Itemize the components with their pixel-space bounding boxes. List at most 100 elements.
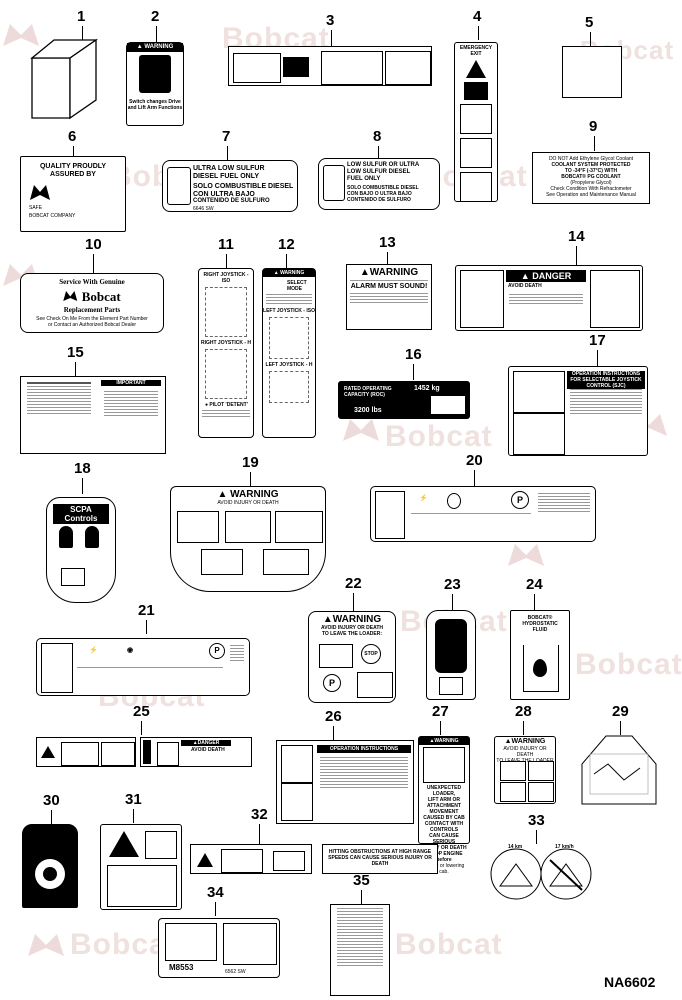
decal-13-title: ALARM MUST SOUND! [350, 283, 428, 290]
bobcat-logo-watermark [28, 934, 64, 956]
decal-14-heading-text: DANGER [532, 271, 572, 281]
decal-35 [330, 904, 390, 996]
decal-22-heading: ▲WARNING [309, 614, 395, 625]
decal-27-l6: INJURY OR DEATH [421, 845, 467, 851]
decal-33 [490, 848, 592, 900]
decal-7: ULTRA LOW SULFUR DIESEL FUEL ONLY SOLO C… [162, 160, 298, 212]
decal-26-title: OPERATION INSTRUCTIONS [317, 745, 411, 753]
decal-8-l5: CON BAJO O ULTRA BAJO [347, 191, 412, 197]
decal-9-l7: See Operation and Maintenance Manual [546, 192, 636, 198]
decal-16-lbs: 3200 lbs [354, 407, 382, 414]
callout-1: 1 [77, 8, 86, 25]
decal-18-title: SCPA Controls [53, 504, 109, 524]
decal-29 [581, 735, 657, 805]
decal-7-l5: CONTENIDO DE SULFURO [193, 198, 270, 204]
callout-22: 22 [345, 575, 362, 592]
callout-15: 15 [67, 344, 84, 361]
decal-12-mode: SELECT MODE [287, 280, 307, 292]
parking-brake-icon: P [511, 491, 529, 509]
engine-icon [447, 493, 461, 509]
callout-5: 5 [585, 14, 594, 31]
decal-2-caption: Switch changes Drive and Lift Arm Functi… [127, 99, 183, 111]
decal-8-l4: SOLO COMBUSTIBLE DIESEL [347, 185, 419, 191]
decal-16-kg: 1452 kg [414, 385, 440, 392]
parking-brake-icon: P [323, 674, 341, 692]
decal-19-sub: AVOID INJURY OR DEATH [217, 500, 279, 506]
bobcat-logo-watermark [508, 544, 544, 566]
decal-16-l2: CAPACITY (ROC) [344, 392, 385, 398]
warning-light-icon: ⚡ [419, 495, 428, 502]
bobcat-logo-watermark [3, 24, 39, 46]
callout-32: 32 [251, 806, 268, 823]
decal-12: ▲ WARNING SELECT MODE LEFT JOYSTICK - IS… [262, 268, 316, 438]
callout-3: 3 [326, 12, 335, 29]
decal-2-heading-text: WARNING [144, 44, 174, 50]
callout-34: 34 [207, 884, 224, 901]
decal-33-left: 14 km [508, 844, 523, 850]
callout-11: 11 [218, 236, 234, 253]
warning-triangle-icon [41, 746, 55, 758]
decal-11: RIGHT JOYSTICK - ISO RIGHT JOYSTICK - H … [198, 268, 254, 438]
decal-24: BOBCAT® HYDROSTATIC FLUID [510, 610, 570, 700]
decal-27-l4: CONTACT WITH CONTROLS [424, 821, 464, 833]
decal-9-l6: Check Condition With Refractometer [550, 186, 632, 192]
decal-22: ▲WARNING AVOID INJURY OR DEATH TO LEAVE … [308, 611, 396, 703]
joystick-icon [85, 526, 99, 548]
watermark: Bobcat [395, 928, 503, 961]
decal-10: Service With Genuine Bobcat Replacement … [20, 273, 164, 333]
bobcat-logo-icon [30, 185, 50, 200]
decal-9-l3: TO -34°F (-37°C) WITH [564, 168, 618, 174]
callout-4: 4 [473, 8, 482, 25]
manual-book-icon [223, 923, 277, 965]
decal-27-l2: LIFT ARM OR ATTACHMENT [427, 797, 461, 809]
decal-27-l5: CAN CAUSE SERIOUS [429, 833, 459, 845]
warning-triangle-icon: ▲ [136, 44, 143, 50]
watermark: Bobcat [575, 648, 682, 681]
decal-9: DO NOT Add Ethylene Glycol Coolant COOLA… [532, 152, 650, 204]
decal-25-heading-text: DANGER [197, 740, 220, 746]
decal-11-c: ● PILOT 'DETENT' [205, 402, 253, 408]
warning-triangle-icon [197, 853, 213, 867]
stop-icon: STOP [361, 644, 381, 664]
decal-12-b: LEFT JOYSTICK - H [265, 362, 313, 368]
decal-14-image [460, 270, 504, 328]
decal-8-l1: LOW SULFUR OR ULTRA [347, 162, 420, 168]
decal-9-l4: BOBCAT® PG COOLANT [561, 174, 621, 180]
hearing-protection-icon [165, 923, 217, 961]
manual-book-icon [145, 831, 177, 859]
callout-9: 9 [589, 118, 598, 135]
decal-7-l3: SOLO COMBUSTIBLE DIESEL [193, 183, 294, 190]
warning-triangle-icon [466, 60, 486, 78]
decal-19: ▲ WARNING AVOID INJURY OR DEATH [170, 486, 326, 592]
decal-27-l1: UNEXPECTED LOADER, [426, 785, 462, 797]
decal-10-l2: Replacement Parts [63, 306, 121, 314]
decal-16-l1: RATED OPERATING [344, 386, 392, 392]
decal-13-heading-text: WARNING [369, 267, 419, 278]
decal-7-l1: ULTRA LOW SULFUR [193, 165, 265, 172]
decal-1-box [30, 38, 98, 120]
callout-6: 6 [68, 128, 77, 145]
warning-triangle-icon: ▲ [273, 270, 279, 276]
callout-16: 16 [405, 346, 422, 363]
watermark: Bobcat [385, 420, 493, 453]
decal-27-image [423, 747, 465, 783]
callout-20: 20 [466, 452, 483, 469]
decal-28: ▲WARNING AVOID INJURY OR DEATH TO LEAVE … [494, 736, 556, 804]
decal-32-text: HITTING OBSTRUCTIONS AT HIGH RANGE SPEED… [328, 849, 432, 867]
decal-26-image [281, 745, 313, 783]
decal-4: EMERGENCY EXIT [454, 42, 498, 202]
decal-19-heading: ▲ WARNING [171, 489, 325, 500]
decal-11-b: RIGHT JOYSTICK - H [200, 340, 251, 346]
decal-17-title: OPERATION INSTRUCTIONS FOR SELECTABLE JO… [567, 371, 645, 389]
decal-8-l6: CONTENIDO DE SULFURO [347, 197, 411, 203]
decal-15-heading: IMPORTANT [101, 380, 161, 386]
warning-triangle-icon: ▲ [192, 740, 198, 746]
decal-15: IMPORTANT [20, 376, 166, 454]
decal-8-l3: FUEL ONLY [347, 176, 381, 182]
decal-14-image [590, 270, 640, 328]
decal-7-l4: CON ULTRA BAJO [193, 191, 255, 198]
decal-12-heading: ▲ WARNING [263, 269, 315, 277]
decal-7-l2: DIESEL FUEL ONLY [193, 173, 259, 180]
decal-32b: HITTING OBSTRUCTIONS AT HIGH RANGE SPEED… [322, 844, 438, 874]
decal-14-heading: ▲ DANGER [506, 270, 586, 282]
